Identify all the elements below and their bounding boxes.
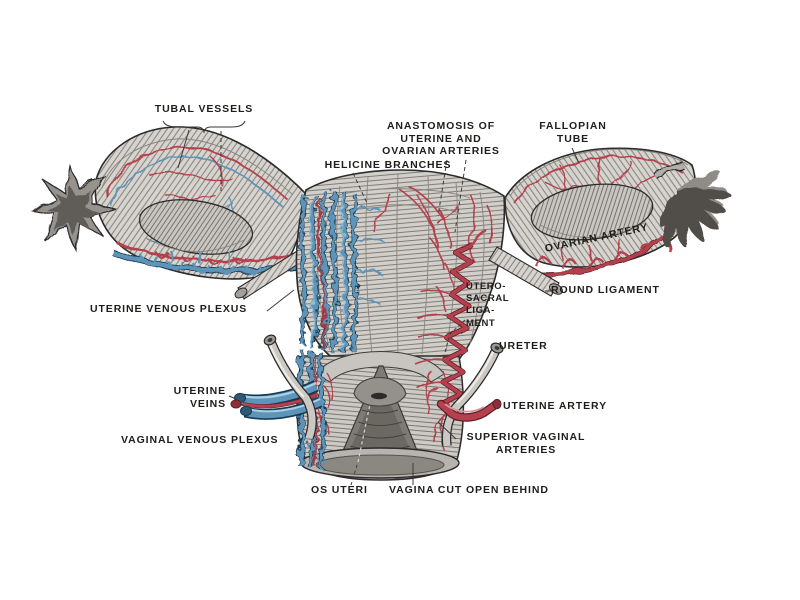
cervix [353, 376, 407, 407]
label-tubal-vessels: TUBAL VESSELS [154, 103, 254, 115]
label-uterine-venous-plexus: UTERINE VENOUS PLEXUS [90, 303, 248, 315]
label-superior-vaginal-arteries: SUPERIOR VAGINAL ARTERIES [466, 431, 586, 456]
label-anastomosis-line3: OVARIAN ARTERIES [382, 145, 500, 157]
leader-lines [162, 120, 580, 486]
label-uterine-veins: UTERINE VEINS [173, 385, 226, 410]
left-ovary [138, 199, 254, 255]
right-ovary [530, 183, 654, 241]
uterine-veins-tubes [230, 380, 323, 420]
label-vagina-cut-open: VAGINA CUT OPEN BEHIND [389, 484, 549, 496]
right-ureter [441, 342, 504, 447]
helicine-branches-vessels [373, 185, 493, 313]
left-ureter [263, 334, 317, 440]
label-uterosacral-ligament: UTERO- SACRAL LIGA- MENT [466, 281, 510, 329]
label-os-uteri: OS UTERI [311, 484, 368, 496]
left-fimbria [29, 163, 117, 253]
ascending-uterine-artery-coil [414, 228, 487, 416]
label-vaginal-venous-plexus: VAGINAL VENOUS PLEXUS [121, 434, 279, 446]
uterine-venous-plexus-vessels [299, 191, 385, 353]
label-uterine-artery: UTERINE ARTERY [503, 400, 607, 412]
label-fallopian-tube: FALLOPIAN TUBE [539, 120, 607, 145]
label-round-ligament: ROUND LIGAMENT [551, 284, 660, 296]
right-round-ligament [488, 246, 563, 297]
os-uteri-opening [371, 392, 387, 400]
vagina-cut-open [296, 351, 465, 481]
label-anastomosis-line1: ANASTOMOSIS OF [386, 120, 496, 132]
label-anastomosis: ANASTOMOSIS OF UTERINE AND OVARIAN ARTER… [366, 120, 516, 158]
left-broad-ligament [29, 126, 306, 280]
right-fimbria [653, 162, 730, 248]
uterine-artery-tube [436, 398, 502, 422]
label-anastomosis-line2: UTERINE AND [400, 132, 482, 145]
label-ureter: URETER [499, 340, 548, 352]
right-broad-ligament [504, 147, 730, 277]
label-helicine-branches: HELICINE BRANCHES [324, 159, 452, 171]
